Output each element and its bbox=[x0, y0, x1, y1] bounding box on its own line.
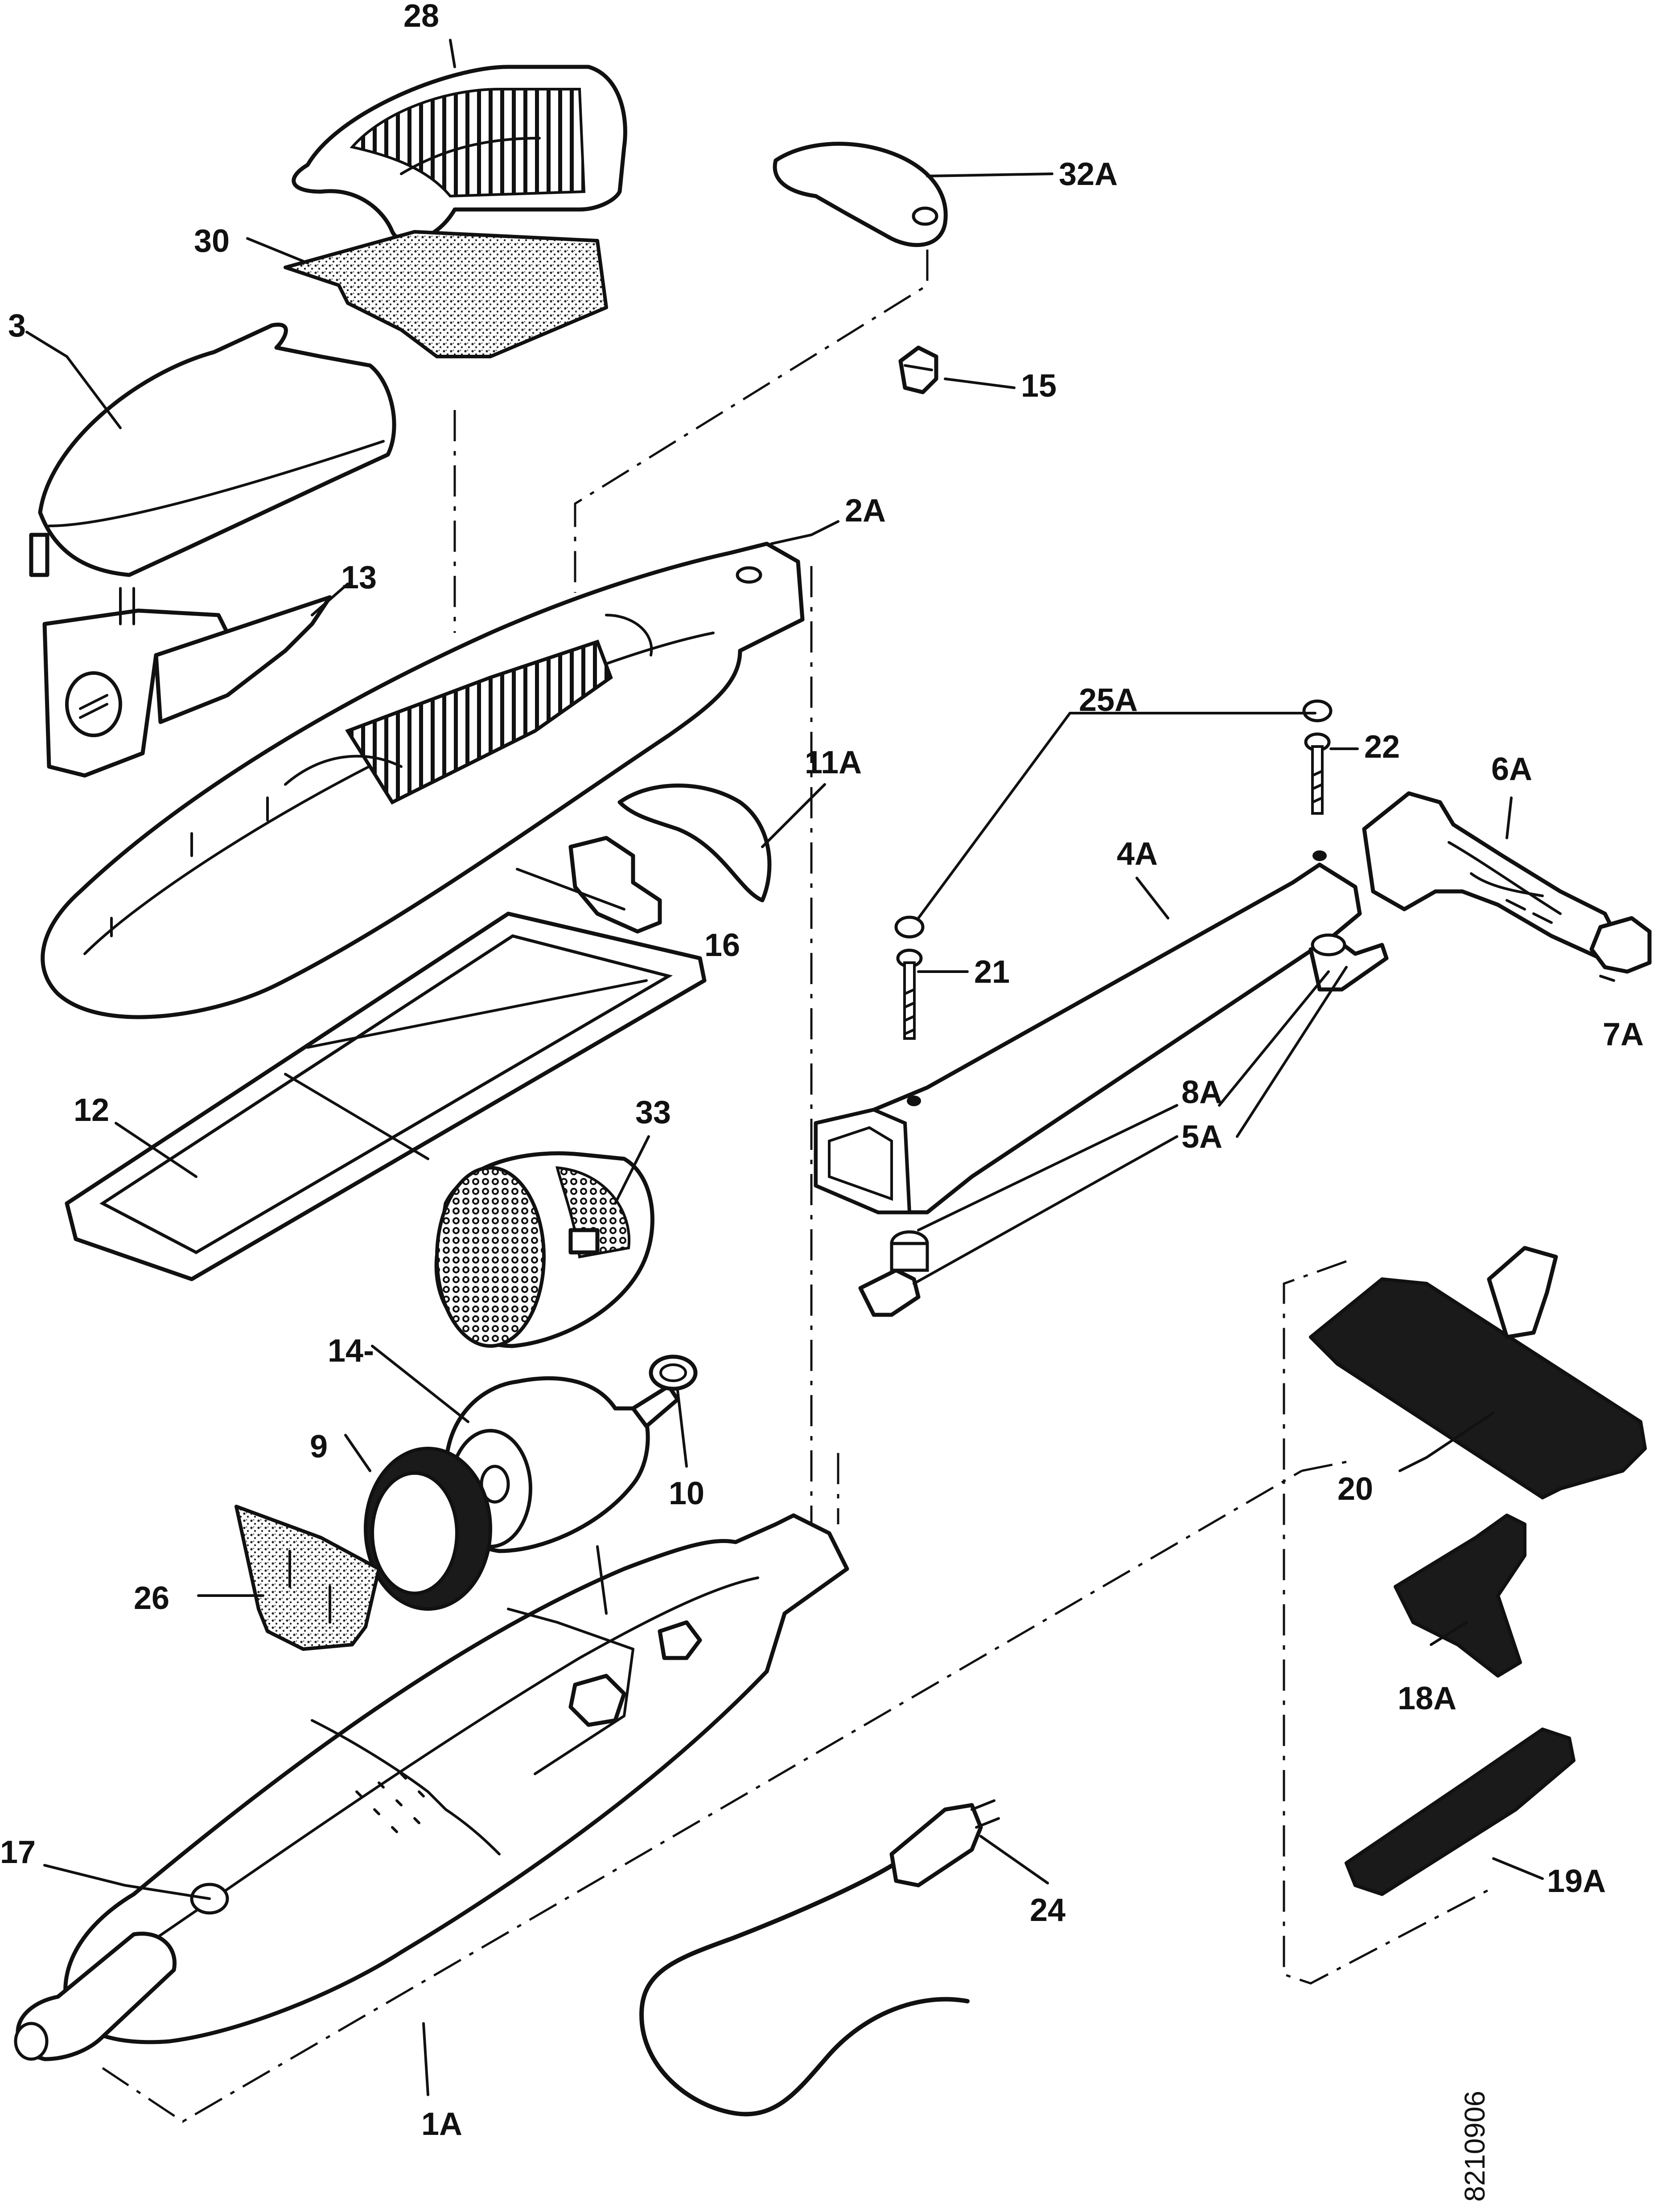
screw-21 bbox=[896, 948, 923, 1040]
label-25a: 25A bbox=[1079, 682, 1138, 718]
bearing-10 bbox=[649, 1354, 698, 1391]
label-19a: 19A bbox=[1547, 1863, 1606, 1899]
label-12: 12 bbox=[74, 1092, 109, 1128]
label-14: 14- bbox=[328, 1333, 374, 1369]
label-9: 9 bbox=[310, 1429, 328, 1465]
label-18a: 18A bbox=[1398, 1681, 1456, 1716]
label-21: 21 bbox=[974, 954, 1010, 990]
label-28: 28 bbox=[403, 0, 439, 34]
cap-25a-lower bbox=[894, 915, 925, 939]
label-2a: 2A bbox=[845, 493, 886, 529]
label-20: 20 bbox=[1337, 1471, 1373, 1507]
label-33: 33 bbox=[635, 1095, 671, 1130]
label-8a: 8A bbox=[1181, 1075, 1222, 1110]
label-3: 3 bbox=[8, 308, 26, 344]
label-22: 22 bbox=[1364, 729, 1400, 765]
tube-clip-8a-upper bbox=[1308, 933, 1389, 992]
label-15: 15 bbox=[1021, 368, 1057, 404]
label-17: 17 bbox=[0, 1834, 36, 1870]
label-5a: 5A bbox=[1181, 1119, 1222, 1155]
bag-lid-3 bbox=[29, 323, 396, 577]
handle-cap-32a bbox=[773, 142, 948, 247]
label-32a: 32A bbox=[1059, 156, 1118, 192]
label-4a: 4A bbox=[1117, 836, 1158, 872]
label-6a: 6A bbox=[1491, 751, 1532, 787]
mesh-basket-33 bbox=[434, 1151, 654, 1348]
latch-clip-15 bbox=[898, 345, 938, 394]
handle-cap-7a bbox=[1589, 916, 1652, 974]
motor-seal-9 bbox=[364, 1447, 492, 1611]
drawing-number: 8210906 bbox=[1459, 2091, 1491, 2202]
filter-grille-cover-28 bbox=[292, 65, 627, 243]
label-26: 26 bbox=[134, 1580, 169, 1616]
upper-housing-2a bbox=[41, 542, 805, 1019]
label-24: 24 bbox=[1030, 1892, 1065, 1928]
tube-clip-5a-lower bbox=[858, 1230, 929, 1317]
cap-25a-upper bbox=[1302, 699, 1333, 722]
label-7a: 7A bbox=[1603, 1017, 1644, 1052]
filter-pad-30 bbox=[284, 230, 608, 358]
assembly-axes bbox=[102, 250, 1490, 2123]
leader-lines bbox=[25, 39, 1615, 2096]
brush-tool-19a bbox=[1345, 1728, 1576, 1896]
label-13: 13 bbox=[341, 560, 377, 595]
switch-16 bbox=[516, 836, 662, 934]
floor-nozzle-20 bbox=[1309, 1246, 1647, 1500]
label-30: 30 bbox=[194, 223, 230, 259]
crevice-nozzle-18a bbox=[1394, 1514, 1526, 1678]
extension-tube-4a bbox=[814, 850, 1362, 1215]
label-11a: 11A bbox=[805, 745, 862, 780]
label-1a: 1A bbox=[421, 2106, 462, 2142]
exhaust-filter-26 bbox=[234, 1505, 381, 1651]
lower-housing-1a bbox=[14, 1513, 849, 2061]
gasket-frame-12 bbox=[65, 911, 707, 1281]
vent-holes bbox=[355, 1773, 425, 1833]
handle-6a bbox=[1362, 791, 1625, 960]
power-cord-24 bbox=[639, 1799, 1000, 2117]
label-16: 16 bbox=[704, 927, 740, 963]
handle-clip-11a bbox=[617, 784, 772, 903]
screw-22 bbox=[1304, 732, 1331, 815]
label-10: 10 bbox=[669, 1476, 704, 1511]
bag-holder-13 bbox=[42, 587, 332, 778]
